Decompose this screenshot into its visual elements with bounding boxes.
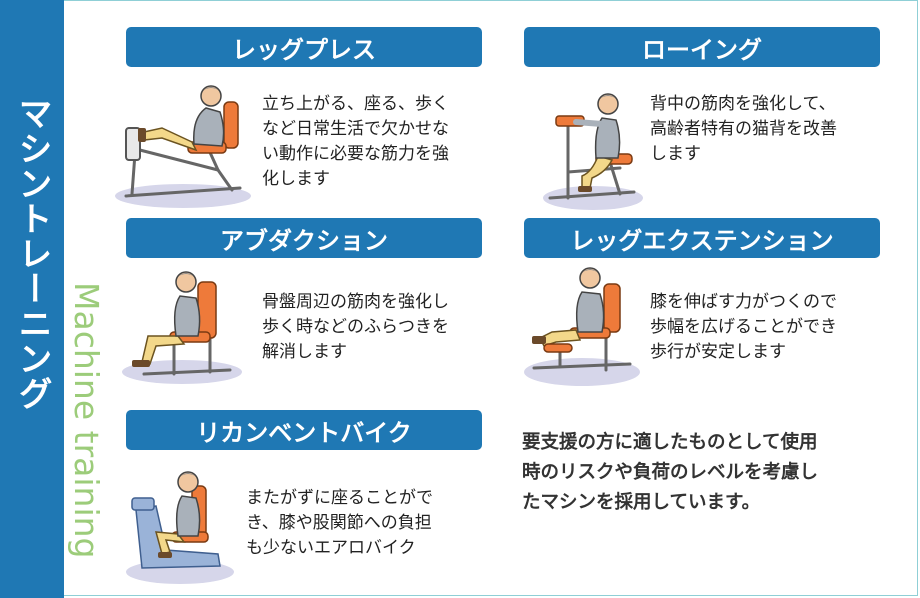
description-line: します: [650, 144, 701, 164]
description-line: 歩行が安定します: [650, 342, 786, 362]
page-subtitle-en: Machine training: [67, 282, 106, 559]
summary-note: 要支援の方に適したものとして使用 時のリスクや負荷のレベルを考慮し たマシンを採…: [522, 428, 818, 518]
leg-press-illustration: [115, 85, 251, 208]
machine-description-rowing: 背中の筋肉を強化して、 高齢者特有の猫背を改善 します: [650, 92, 837, 167]
machine-label: ローイング: [642, 35, 762, 64]
note-line: 時のリスクや負荷のレベルを考慮し: [522, 462, 819, 483]
description-line: 高齢者特有の猫背を改善: [650, 119, 837, 139]
machine-banner-leg-press: レッグプレス: [126, 27, 482, 67]
machine-description-leg-extension: 膝を伸ばす力がつくので 歩幅を広げることができ 歩行が安定します: [650, 290, 837, 365]
machine-banner-abduction: アブダクション: [126, 218, 482, 258]
page-title: マシントレーニング: [12, 96, 52, 411]
description-line: またがずに座ることがで: [246, 488, 433, 508]
rowing-illustration: [543, 93, 643, 210]
abduction-illustration: [122, 271, 242, 384]
description-line: 膝を伸ばす力がつくので: [650, 292, 837, 312]
machine-banner-leg-extension: レッグエクステンション: [524, 218, 880, 258]
machine-label: アブダクション: [220, 226, 388, 255]
machine-description-recumbent-bike: またがずに座ることがで き、膝や股関節への負担 も少ないエアロバイク: [246, 486, 433, 561]
description-line: 歩幅を広げることができ: [650, 317, 837, 337]
note-line: 要支援の方に適したものとして使用: [522, 432, 818, 453]
machine-banner-recumbent-bike: リカンベントバイク: [126, 410, 482, 450]
note-line: たマシンを採用しています。: [522, 492, 761, 513]
description-line: き、膝や股関節への負担: [246, 513, 432, 533]
description-line: 歩く時などのふらつきを: [262, 317, 449, 337]
leg-extension-illustration: [524, 267, 640, 386]
machine-label: リカンベントバイク: [196, 418, 412, 447]
recumbent-bike-illustration: [126, 471, 234, 584]
machine-description-abduction: 骨盤周辺の筋肉を強化し 歩く時などのふらつきを 解消します: [262, 290, 449, 365]
description-line: 解消します: [262, 342, 347, 362]
description-line: い動作に必要な筋力を強: [262, 144, 449, 164]
description-line: 背中の筋肉を強化して、: [650, 94, 836, 114]
description-line: 骨盤周辺の筋肉を強化し: [262, 292, 449, 312]
description-line: も少ないエアロバイク: [246, 538, 416, 558]
machine-description-leg-press: 立ち上がる、座る、歩く など日常生活で欠かせな い動作に必要な筋力を強 化します: [262, 92, 449, 192]
machine-label: レッグプレス: [232, 35, 376, 64]
description-line: など日常生活で欠かせな: [262, 119, 449, 139]
machine-banner-rowing: ローイング: [524, 27, 880, 67]
machine-label: レッグエクステンション: [570, 226, 834, 255]
description-line: 化します: [262, 169, 330, 189]
description-line: 立ち上がる、座る、歩く: [262, 94, 449, 114]
sidebar-band: マシントレーニング: [0, 0, 64, 598]
